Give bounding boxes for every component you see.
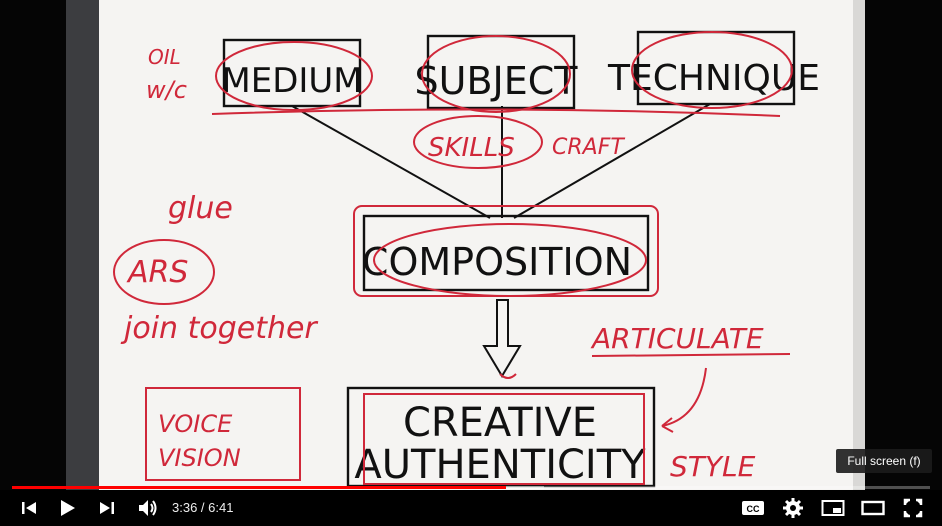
- theater-icon: [861, 500, 885, 516]
- fullscreen-tooltip: Full screen (f): [836, 449, 932, 473]
- miniplayer-icon: [821, 500, 845, 516]
- player-controls: 3:36 / 6:41 CC: [0, 490, 942, 526]
- next-icon: [100, 502, 114, 514]
- fullscreen-button[interactable]: [898, 490, 928, 526]
- articulate-note: ARTICULATE: [590, 322, 764, 355]
- miniplayer-button[interactable]: [818, 490, 848, 526]
- voice-note: VOICE: [158, 410, 233, 438]
- subject-label: SUBJECT: [415, 59, 579, 103]
- settings-button[interactable]: [778, 490, 808, 526]
- gear-icon: [783, 498, 803, 518]
- technique-label: TECHNIQUE: [607, 58, 820, 99]
- glue-note: glue: [168, 191, 233, 226]
- style-note: STYLE: [670, 450, 756, 483]
- play-button[interactable]: [52, 490, 82, 526]
- composition-label: COMPOSITION: [362, 240, 632, 284]
- captions-button[interactable]: CC: [738, 490, 768, 526]
- captions-icon: CC: [742, 501, 764, 515]
- play-icon: [61, 500, 75, 516]
- join-together-note: join together: [120, 311, 318, 346]
- wc-note: w/c: [146, 76, 187, 104]
- vision-note: VISION: [158, 444, 241, 472]
- svg-text:CC: CC: [747, 504, 760, 514]
- down-arrow: [482, 299, 522, 378]
- composition-box: [362, 214, 650, 292]
- creative-label: CREATIVE: [403, 400, 597, 446]
- progress-bar[interactable]: [12, 486, 930, 489]
- time-display: 3:36 / 6:41: [172, 500, 234, 515]
- volume-button[interactable]: [132, 490, 164, 526]
- progress-played: [12, 486, 506, 489]
- previous-button[interactable]: [14, 490, 44, 526]
- board-edge: [853, 0, 865, 490]
- authenticity-label: AUTHENTICITY: [354, 442, 646, 488]
- next-button[interactable]: [92, 490, 122, 526]
- oil-note: OIL: [148, 45, 181, 69]
- skills-note: SKILLS: [428, 133, 515, 163]
- volume-icon: [139, 500, 157, 516]
- previous-icon: [22, 502, 36, 514]
- theater-mode-button[interactable]: [858, 490, 888, 526]
- craft-note: CRAFT: [552, 135, 625, 160]
- ars-note: ARS: [126, 255, 188, 290]
- fullscreen-icon: [903, 498, 923, 518]
- whiteboard-drawing: MEDIUM SUBJECT TECHNIQUE COMPOSITION CRE…: [113, 30, 820, 488]
- medium-label: MEDIUM: [221, 61, 362, 101]
- medium-box: [222, 38, 362, 108]
